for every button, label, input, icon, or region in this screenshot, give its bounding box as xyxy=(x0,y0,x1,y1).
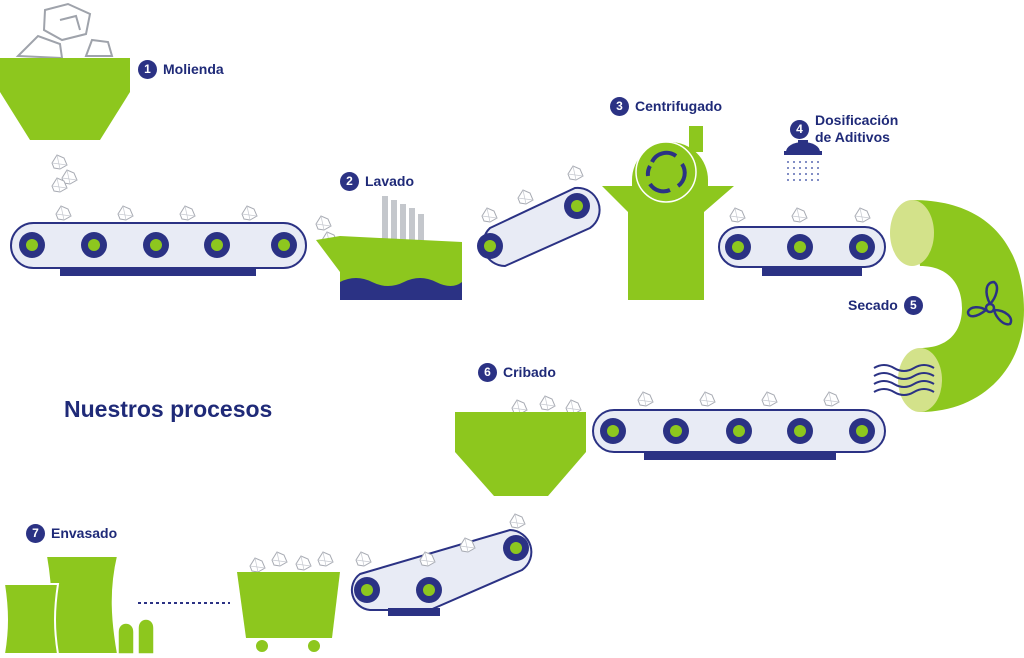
step-name-line2: de Aditivos xyxy=(815,129,890,145)
step-number-badge: 5 xyxy=(903,296,923,315)
incline-conveyor-2 xyxy=(350,513,533,616)
washing-tank xyxy=(315,196,462,300)
step-3-label: 3 Centrifugado xyxy=(610,97,722,116)
packaging-bags xyxy=(2,555,155,655)
step-7-label: 7 Envasado xyxy=(26,524,117,543)
step-number-badge: 7 xyxy=(26,524,45,543)
step-number-badge: 2 xyxy=(340,172,359,191)
fan-icon xyxy=(966,280,1013,326)
heat-waves-icon xyxy=(873,364,935,396)
step-number-badge: 1 xyxy=(138,60,157,79)
step-2-label: 2 Lavado xyxy=(340,172,414,191)
step-1-label: 1 Molienda xyxy=(138,60,224,79)
step-number-badge: 6 xyxy=(478,363,497,382)
conveyor-belt-3 xyxy=(718,207,886,276)
conveyor-belt-4 xyxy=(592,391,886,460)
step-5-label: Secado 5 xyxy=(848,296,923,315)
step-4-label: 4 Dosificación de Aditivos xyxy=(790,112,898,146)
step-name: Secado xyxy=(848,297,898,313)
grinder-hopper xyxy=(0,2,130,140)
step-name: Envasado xyxy=(51,525,118,541)
step-name: Lavado xyxy=(365,173,415,189)
spin-arrows-icon xyxy=(645,150,687,194)
water-jets-icon xyxy=(382,196,424,242)
dryer-tube xyxy=(873,200,1024,412)
collection-cart xyxy=(237,551,340,654)
step-name: Molienda xyxy=(163,61,224,77)
step-number-badge: 3 xyxy=(610,97,629,116)
falling-flakes xyxy=(51,154,78,193)
step-name: Centrifugado xyxy=(635,98,723,114)
step-name-line1: Dosificación xyxy=(815,112,899,128)
step-name: Cribado xyxy=(503,364,556,380)
incline-conveyor-1 xyxy=(477,165,601,268)
salt-shaker-icon xyxy=(117,618,155,655)
sieve-hopper xyxy=(455,395,586,496)
conveyor-belt-1 xyxy=(10,205,307,276)
page-title: Nuestros procesos xyxy=(64,396,273,422)
dosing-shower-icon xyxy=(784,140,822,181)
step-number-badge: 4 xyxy=(790,119,809,139)
step-6-label: 6 Cribado xyxy=(478,363,556,382)
centrifuge xyxy=(602,126,734,300)
plastic-chunks-icon xyxy=(15,2,114,60)
